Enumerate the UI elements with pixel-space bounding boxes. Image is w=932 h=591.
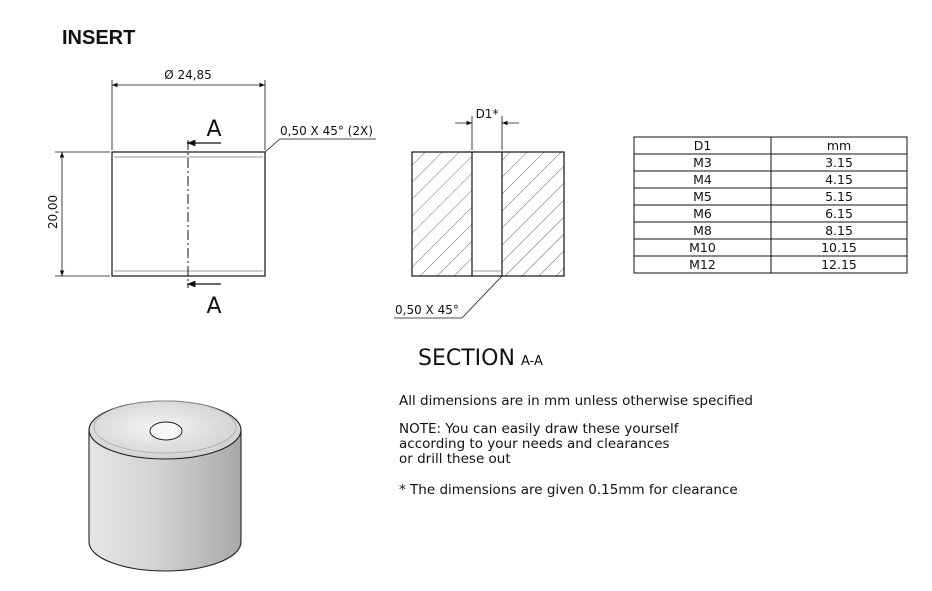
note-line-3: or drill these out bbox=[399, 451, 511, 467]
table-cell-text: 5.15 bbox=[825, 189, 853, 204]
table-cell bbox=[770, 255, 908, 274]
front-view: Ø 24,85 20,00 0,50 X 45° (2X) A A bbox=[46, 68, 376, 319]
units-note: All dimensions are in mm unless otherwis… bbox=[399, 393, 753, 409]
section-chamfer-leader bbox=[461, 275, 503, 319]
table-cell-text: M12 bbox=[689, 257, 716, 272]
isometric-view bbox=[88, 400, 242, 572]
section-hatch-right bbox=[502, 152, 564, 276]
table-cell-text: 8.15 bbox=[825, 223, 853, 238]
section-mark-bottom: A bbox=[206, 294, 221, 319]
note-line-2: according to your needs and clearances bbox=[399, 436, 670, 452]
note-line-1: NOTE: You can easily draw these yourself bbox=[399, 421, 680, 437]
cylinder-side bbox=[88, 429, 242, 572]
cylinder-bore-hole bbox=[149, 421, 183, 441]
table-cell-text: 3.15 bbox=[825, 155, 853, 170]
table-header-text: D1 bbox=[694, 138, 712, 153]
section-chamfer-label: 0,50 X 45° bbox=[395, 303, 459, 317]
table-cell-text: 10.15 bbox=[821, 240, 857, 255]
chamfer-label: 0,50 X 45° (2X) bbox=[280, 124, 373, 138]
table-cell-text: M5 bbox=[693, 189, 712, 204]
diameter-label: Ø 24,85 bbox=[164, 68, 212, 82]
notes: All dimensions are in mm unless otherwis… bbox=[399, 393, 753, 498]
table-cell-text: 12.15 bbox=[821, 257, 857, 272]
table-cell-text: 6.15 bbox=[825, 206, 853, 221]
section-hatch-left bbox=[412, 152, 472, 276]
table-cell-text: M10 bbox=[689, 240, 716, 255]
cylinder-top-chamfer bbox=[93, 400, 237, 454]
section-mark-top: A bbox=[206, 117, 221, 142]
clearance-note: * The dimensions are given 0.15mm for cl… bbox=[399, 482, 738, 498]
height-label: 20,00 bbox=[46, 195, 60, 229]
table-cell-text: M6 bbox=[693, 206, 712, 221]
section-outline bbox=[411, 151, 565, 277]
d1-label: D1* bbox=[476, 107, 499, 121]
table-cell-text: M8 bbox=[693, 223, 712, 238]
chamfer-leader bbox=[264, 138, 281, 153]
table-cell-text: M3 bbox=[693, 155, 712, 170]
table-cell-text: M4 bbox=[693, 172, 712, 187]
drawing-title: INSERT bbox=[62, 27, 135, 49]
table-cell-text: 4.15 bbox=[825, 172, 853, 187]
table-header-text: mm bbox=[827, 138, 851, 153]
